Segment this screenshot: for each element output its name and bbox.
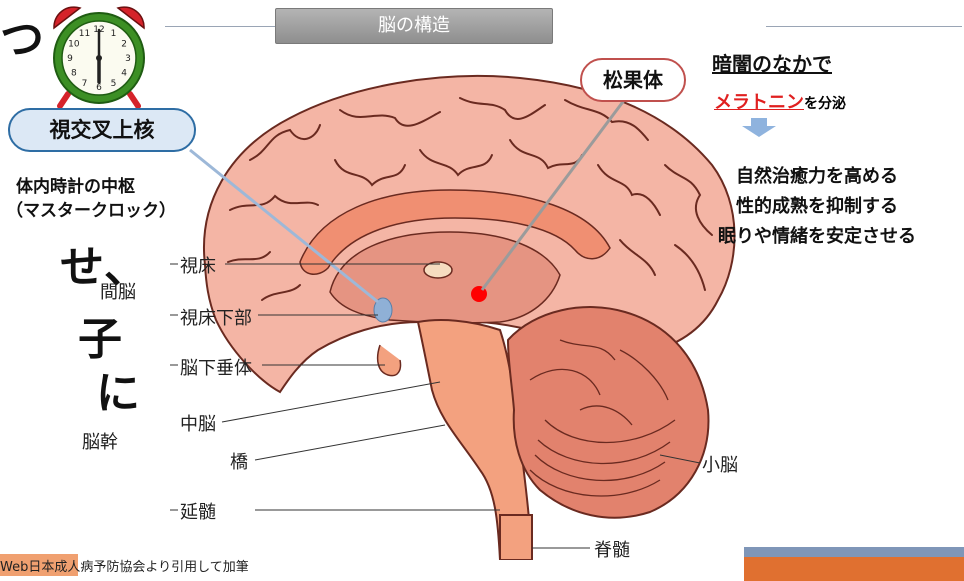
- effect-1: 自然治癒力を高める: [736, 162, 898, 188]
- diagram-title: 脳の構造: [275, 8, 553, 44]
- footer-bar-accent: [744, 547, 964, 557]
- slide-text-fragment-top: つ: [0, 18, 44, 62]
- slide-text-fragment-2: 子: [78, 318, 122, 362]
- effect-3: 眠りや情緒を安定させる: [718, 222, 916, 248]
- top-divider-left: [165, 26, 275, 27]
- down-arrow-icon: [740, 118, 778, 138]
- label-medulla: 延髄: [180, 498, 216, 524]
- label-hypothalamus: 視床下部: [180, 304, 252, 330]
- melatonin-line: メラトニンを分泌: [714, 88, 846, 114]
- melatonin-text: メラトニン: [714, 92, 804, 113]
- clock-number: 5: [111, 79, 117, 89]
- source-caption: Web日本成人病予防協会より引用して加筆: [0, 556, 249, 575]
- clock-number: 1: [111, 29, 117, 39]
- label-diencephalon: 間脳: [100, 278, 136, 304]
- label-cerebellum: 小脳: [702, 451, 738, 477]
- label-pons: 橋: [230, 448, 248, 474]
- scn-description-line2: （マスタークロック）: [6, 196, 176, 221]
- clock-number: 6: [96, 83, 102, 93]
- pineal-body-label: 松果体: [580, 58, 686, 102]
- label-pituitary: 脳下垂体: [180, 354, 252, 380]
- secretes-text: を分泌: [804, 96, 846, 112]
- label-thalamus: 視床: [180, 252, 216, 278]
- clock-number: 3: [125, 54, 131, 64]
- alarm-clock-icon: 121234567891011: [46, 2, 152, 110]
- clock-number: 2: [121, 40, 127, 50]
- slide-text-fragment-3: に: [96, 372, 140, 416]
- clock-number: 10: [68, 40, 80, 50]
- spinal-cord: [500, 515, 532, 560]
- clock-number: 8: [71, 69, 77, 79]
- clock-number: 7: [82, 79, 88, 89]
- label-midbrain: 中脳: [180, 410, 216, 436]
- footer-bar: [744, 557, 964, 581]
- top-divider-right: [766, 26, 962, 27]
- label-spinal-cord: 脊髄: [594, 536, 630, 562]
- scn-description-line1: 体内時計の中枢: [16, 172, 135, 197]
- label-brainstem: 脳幹: [82, 428, 118, 454]
- pineal-heading: 暗闇のなかで: [712, 48, 832, 77]
- clock-number: 4: [121, 69, 127, 79]
- brain-diagram: [170, 40, 760, 560]
- clock-number: 11: [79, 29, 90, 39]
- suprachiasmatic-nucleus-label: 視交叉上核: [8, 108, 196, 152]
- effect-2: 性的成熟を抑制する: [736, 192, 898, 218]
- clock-number: 9: [67, 54, 73, 64]
